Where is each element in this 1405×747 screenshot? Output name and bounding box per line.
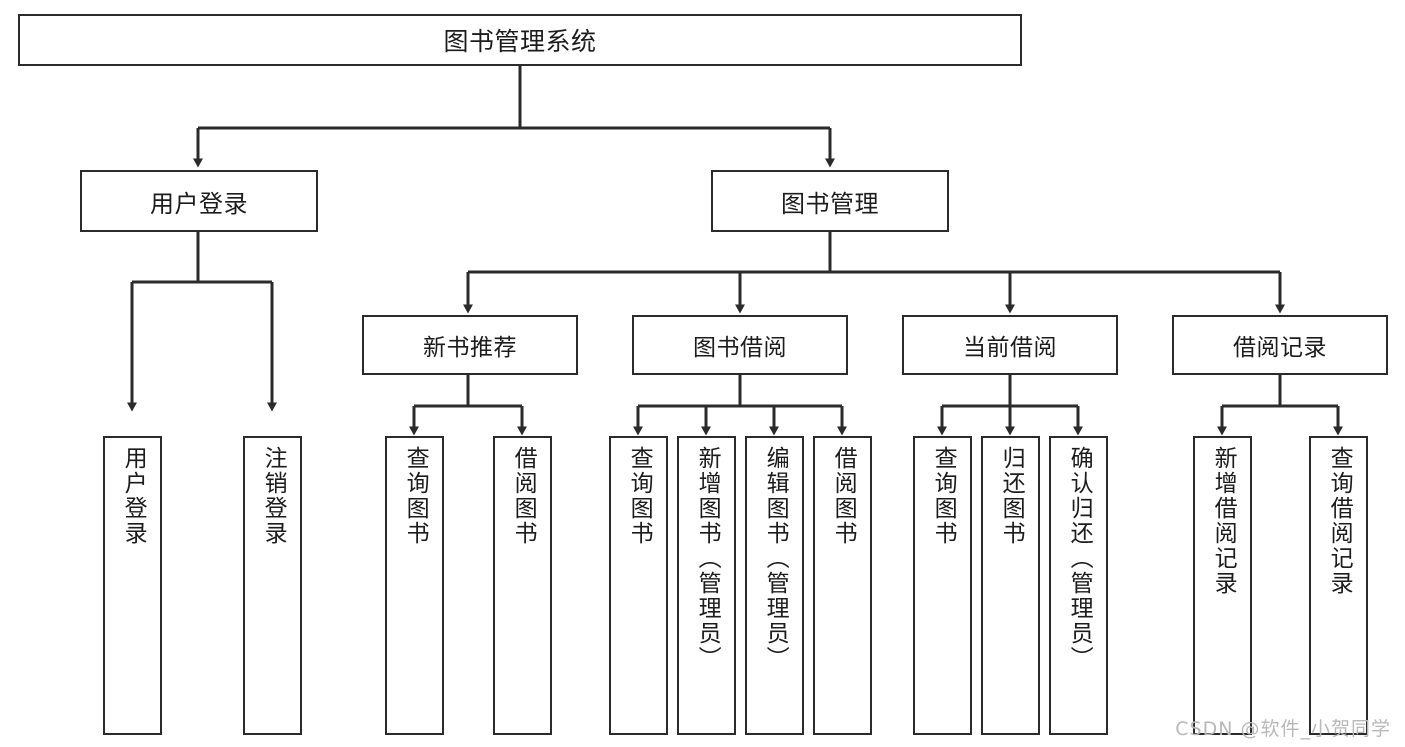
node-current-borrow[interactable]: 当前借阅 xyxy=(902,315,1118,375)
node-user-login[interactable]: 用户登录 xyxy=(80,170,318,232)
node-leaf-add-borrow-record[interactable]: 新增借阅记录 xyxy=(1193,436,1252,735)
node-root-system-label: 图书管理系统 xyxy=(443,27,597,56)
node-borrow-record-label: 借阅记录 xyxy=(1233,335,1327,361)
node-book-borrow-label: 图书借阅 xyxy=(693,335,787,361)
node-leaf-return-book[interactable]: 归还图书 xyxy=(981,436,1040,735)
node-book-manage-label: 图书管理 xyxy=(781,189,879,218)
node-current-borrow-label: 当前借阅 xyxy=(963,335,1057,361)
node-root-system[interactable]: 图书管理系统 xyxy=(18,14,1022,66)
node-leaf-logout-label: 注销登录 xyxy=(260,446,287,546)
node-leaf-add-borrow-record-label: 新增借阅记录 xyxy=(1210,446,1237,596)
node-borrow-record[interactable]: 借阅记录 xyxy=(1172,315,1388,375)
node-leaf-query-book-borrow[interactable]: 查询图书 xyxy=(609,436,668,735)
node-book-manage[interactable]: 图书管理 xyxy=(711,170,949,232)
node-book-borrow[interactable]: 图书借阅 xyxy=(632,315,848,375)
node-leaf-query-book-recommend[interactable]: 查询图书 xyxy=(385,436,444,735)
node-leaf-return-book-label: 归还图书 xyxy=(998,446,1025,546)
node-leaf-query-book-current-label: 查询图书 xyxy=(930,446,957,546)
node-leaf-query-borrow-record[interactable]: 查询借阅记录 xyxy=(1309,436,1368,735)
node-leaf-borrow-book-recommend[interactable]: 借阅图书 xyxy=(493,436,552,735)
node-leaf-user-login[interactable]: 用户登录 xyxy=(103,436,162,735)
node-leaf-logout[interactable]: 注销登录 xyxy=(243,436,302,735)
node-leaf-borrow-book-recommend-label: 借阅图书 xyxy=(510,446,537,546)
node-leaf-borrow-book-label: 借阅图书 xyxy=(830,446,857,546)
node-leaf-add-book-admin[interactable]: 新增图书（管理员） xyxy=(677,436,736,735)
node-leaf-confirm-return-admin-label: 确认归还（管理员） xyxy=(1066,446,1093,671)
node-leaf-user-login-label: 用户登录 xyxy=(120,446,147,546)
node-user-login-label: 用户登录 xyxy=(150,189,248,218)
node-leaf-edit-book-admin-label: 编辑图书（管理员） xyxy=(762,446,789,671)
node-leaf-confirm-return-admin[interactable]: 确认归还（管理员） xyxy=(1049,436,1108,735)
node-leaf-query-borrow-record-label: 查询借阅记录 xyxy=(1326,446,1353,596)
node-new-book-recommend[interactable]: 新书推荐 xyxy=(362,315,578,375)
node-leaf-query-book-borrow-label: 查询图书 xyxy=(626,446,653,546)
node-leaf-add-book-admin-label: 新增图书（管理员） xyxy=(694,446,721,671)
node-leaf-borrow-book[interactable]: 借阅图书 xyxy=(813,436,872,735)
node-leaf-query-book-recommend-label: 查询图书 xyxy=(402,446,429,546)
node-leaf-query-book-current[interactable]: 查询图书 xyxy=(913,436,972,735)
node-leaf-edit-book-admin[interactable]: 编辑图书（管理员） xyxy=(745,436,804,735)
node-new-book-recommend-label: 新书推荐 xyxy=(423,335,517,361)
